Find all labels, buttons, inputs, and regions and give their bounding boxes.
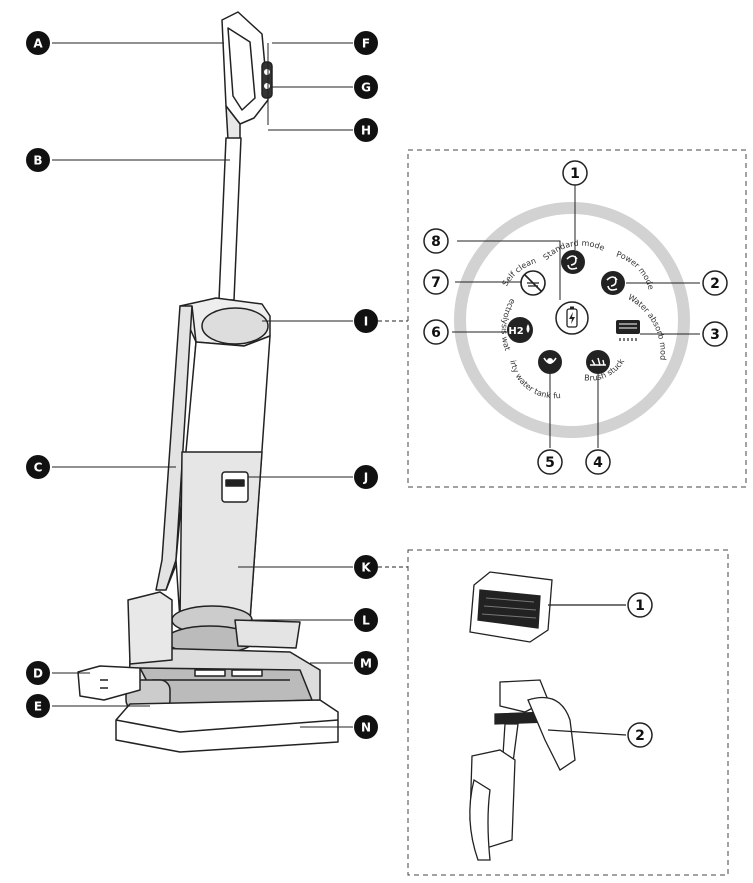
- num-2-label: 2: [710, 276, 720, 292]
- self-clean-icon: [521, 271, 545, 295]
- standard-mode-icon: [561, 250, 585, 274]
- badge-b: B: [26, 148, 50, 172]
- display-top: [202, 308, 268, 344]
- num-4-label: 4: [593, 455, 603, 471]
- filter-num-2-badge: 2: [628, 723, 652, 747]
- tube: [219, 138, 241, 300]
- badge-k: K: [354, 555, 378, 579]
- callout-b-label: B: [33, 154, 42, 168]
- callout-c-label: C: [34, 461, 43, 475]
- power-mode-icon: [601, 271, 625, 295]
- callout-d-label: D: [33, 667, 43, 681]
- callout-j-label: J: [363, 471, 368, 485]
- num-8-label: 8: [431, 234, 441, 250]
- tank-removal-illustration: [470, 680, 626, 860]
- num-7-badge: 7: [424, 270, 448, 294]
- water-absorb-mode-icon: [616, 320, 640, 341]
- badge-j: J: [354, 465, 378, 489]
- filter-num-1-badge: 1: [628, 593, 652, 617]
- num-3-badge: 3: [703, 322, 727, 346]
- control-panel-detail: H2 Standard mode Power mode Water absorb…: [0, 0, 746, 487]
- num-3-label: 3: [710, 327, 720, 343]
- badge-d: D: [26, 661, 50, 685]
- badge-h: H: [354, 118, 378, 142]
- badge-a: A: [26, 31, 50, 55]
- filter-num-2-label: 2: [635, 728, 645, 744]
- badge-i: I: [354, 309, 378, 333]
- num-4-badge: 4: [586, 450, 610, 474]
- callout-k-label: K: [361, 561, 371, 575]
- h2-label: H2: [508, 326, 523, 337]
- callout-f-label: F: [362, 37, 370, 51]
- callout-i-label: I: [364, 315, 368, 329]
- callout-l-label: L: [362, 614, 370, 628]
- filter-detail: 1 2: [408, 550, 728, 875]
- electrolysis-water-icon: H2: [507, 317, 533, 343]
- callout-h-label: H: [361, 124, 371, 138]
- badge-m: M: [354, 651, 378, 675]
- filter-num-1-label: 1: [635, 598, 645, 614]
- callout-n-label: N: [361, 721, 371, 735]
- mode-label-dirty-water: Dirty water tank full: [0, 0, 561, 400]
- badge-n: N: [354, 715, 378, 739]
- button-g-icon: [264, 83, 270, 89]
- vacuum-illustration: [78, 12, 338, 752]
- handle: [222, 12, 272, 124]
- callout-a-label: A: [33, 37, 43, 51]
- badge-l: L: [354, 608, 378, 632]
- dirty-water-tank-full-icon: [538, 350, 562, 374]
- num-6-label: 6: [431, 325, 441, 341]
- badge-f: F: [354, 31, 378, 55]
- handle-buttons: [262, 62, 272, 98]
- num-1-label: 1: [570, 166, 580, 182]
- num-1-badge: 1: [563, 161, 587, 185]
- badge-c: C: [26, 455, 50, 479]
- callout-m-label: M: [360, 657, 372, 671]
- filter-icon: [470, 572, 626, 642]
- callout-g-label: G: [361, 81, 371, 95]
- callout-e-label: E: [34, 700, 42, 714]
- num-5-badge: 5: [538, 450, 562, 474]
- button-f-icon: [264, 69, 270, 75]
- badge-e: E: [26, 694, 50, 718]
- num-7-label: 7: [431, 275, 441, 291]
- num-2-badge: 2: [703, 271, 727, 295]
- num-6-badge: 6: [424, 320, 448, 344]
- num-5-label: 5: [545, 455, 555, 471]
- tank-latch: [222, 472, 248, 502]
- num-8-badge: 8: [424, 229, 448, 253]
- badge-g: G: [354, 75, 378, 99]
